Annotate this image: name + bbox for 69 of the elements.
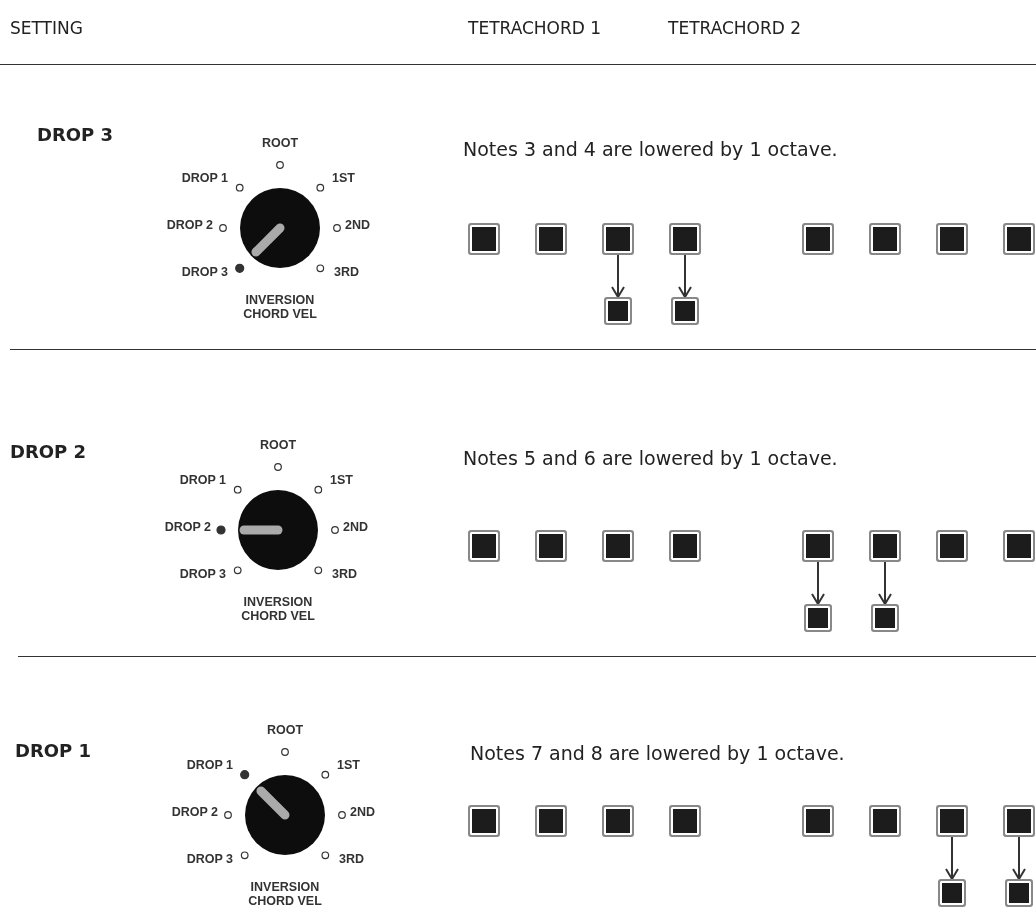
arrow bbox=[811, 561, 825, 605]
knob-position-label: DROP 3 bbox=[179, 567, 226, 581]
note-square bbox=[802, 223, 834, 255]
note-square bbox=[802, 530, 834, 562]
note-square bbox=[1005, 879, 1033, 907]
note-square bbox=[468, 530, 500, 562]
arrow bbox=[678, 254, 692, 298]
description-text: Notes 3 and 4 are lowered by 1 octave. bbox=[463, 138, 838, 160]
note-square bbox=[1003, 805, 1035, 837]
knob-position-label: ROOT bbox=[259, 438, 297, 452]
note-square bbox=[602, 805, 634, 837]
arrow bbox=[1012, 836, 1026, 880]
knob-caption: INVERSION CHORD VEL bbox=[240, 595, 316, 623]
knob-position-label: 3RD bbox=[334, 265, 359, 279]
description-text: Notes 7 and 8 are lowered by 1 octave. bbox=[470, 742, 845, 764]
knob-position-label: 3RD bbox=[339, 852, 364, 866]
knob-position-label: DROP 1 bbox=[186, 758, 233, 772]
note-square bbox=[669, 805, 701, 837]
note-square bbox=[936, 223, 968, 255]
note-square bbox=[535, 223, 567, 255]
knob-position-label: DROP 1 bbox=[179, 473, 226, 487]
knob-position-label: 3RD bbox=[332, 567, 357, 581]
arrow bbox=[878, 561, 892, 605]
arrow bbox=[611, 254, 625, 298]
note-square bbox=[936, 530, 968, 562]
knob-position-label: ROOT bbox=[266, 723, 304, 737]
note-square bbox=[869, 530, 901, 562]
note-square bbox=[1003, 223, 1035, 255]
column-header: TETRACHORD 1 bbox=[468, 18, 602, 38]
knob-position-label: 1ST bbox=[337, 758, 360, 772]
knob-position-label: 2ND bbox=[345, 218, 370, 232]
note-square bbox=[938, 879, 966, 907]
knob-caption: INVERSION CHORD VEL bbox=[242, 293, 318, 321]
knob-position-label: 1ST bbox=[332, 171, 355, 185]
note-square bbox=[802, 805, 834, 837]
note-square bbox=[535, 805, 567, 837]
setting-name: DROP 1 bbox=[15, 740, 92, 761]
setting-name: DROP 3 bbox=[37, 124, 114, 145]
note-square bbox=[669, 530, 701, 562]
column-header: SETTING bbox=[10, 18, 83, 38]
knob-position-label: DROP 3 bbox=[181, 265, 228, 279]
note-square bbox=[671, 297, 699, 325]
note-square bbox=[468, 805, 500, 837]
note-square bbox=[936, 805, 968, 837]
knob-position-label: 1ST bbox=[330, 473, 353, 487]
note-square bbox=[535, 530, 567, 562]
description-text: Notes 5 and 6 are lowered by 1 octave. bbox=[463, 447, 838, 469]
note-square bbox=[1003, 530, 1035, 562]
knob-position-label: 2ND bbox=[350, 805, 375, 819]
note-square bbox=[468, 223, 500, 255]
knob-position-label: DROP 2 bbox=[166, 218, 213, 232]
note-square bbox=[869, 223, 901, 255]
setting-name: DROP 2 bbox=[10, 441, 87, 462]
column-header: TETRACHORD 2 bbox=[668, 18, 802, 38]
knob-position-label: DROP 2 bbox=[164, 520, 211, 534]
note-square bbox=[602, 223, 634, 255]
note-square bbox=[804, 604, 832, 632]
knob-position-label: 2ND bbox=[343, 520, 368, 534]
arrow bbox=[945, 836, 959, 880]
knob-position-label: DROP 3 bbox=[186, 852, 233, 866]
note-square bbox=[871, 604, 899, 632]
note-square bbox=[602, 530, 634, 562]
knob-position-label: DROP 1 bbox=[181, 171, 228, 185]
note-square bbox=[869, 805, 901, 837]
note-square bbox=[604, 297, 632, 325]
note-square bbox=[669, 223, 701, 255]
knob-position-label: ROOT bbox=[261, 136, 299, 150]
knob-position-label: DROP 2 bbox=[171, 805, 218, 819]
knob-caption: INVERSION CHORD VEL bbox=[247, 880, 323, 908]
